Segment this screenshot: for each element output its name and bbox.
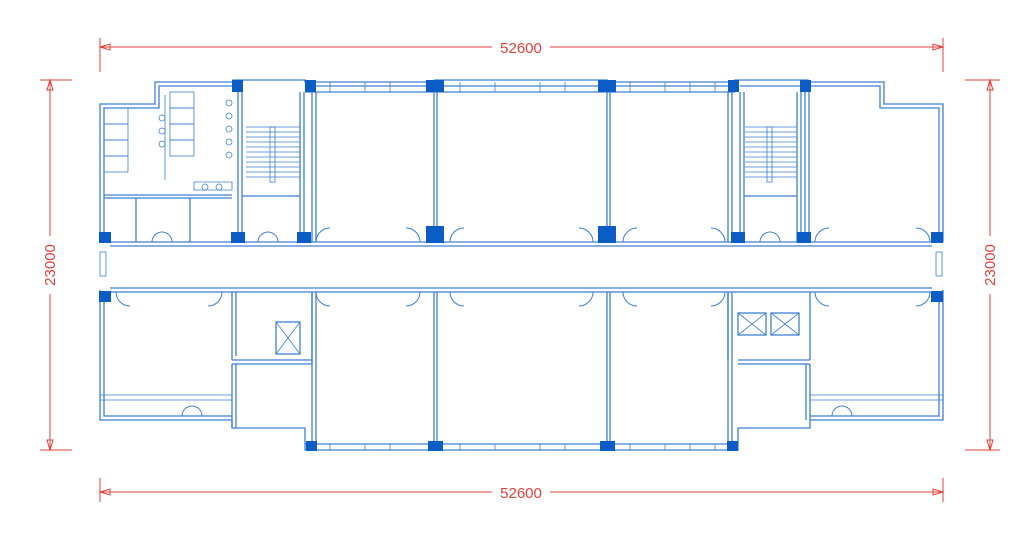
dimension-left-label: 23000	[42, 244, 59, 286]
elevator-left	[231, 292, 313, 364]
structural-columns	[99, 80, 943, 451]
dimension-bottom-label: 52600	[500, 485, 542, 502]
dimension-top: 52600	[98, 38, 945, 72]
doors	[115, 227, 931, 417]
corridor	[99, 241, 943, 293]
stairwell-left	[246, 126, 300, 183]
dimension-bottom: 52600	[98, 478, 945, 502]
dimension-right-label: 23000	[982, 244, 999, 286]
interior-walls	[104, 92, 811, 444]
exterior-walls	[99, 79, 944, 451]
dimension-right: 23000	[965, 78, 1000, 452]
elevator-right	[727, 292, 811, 360]
stairwell-right	[745, 126, 797, 183]
restroom-stalls	[103, 91, 233, 191]
dimension-left: 23000	[40, 78, 72, 452]
windows	[329, 82, 716, 450]
dimension-top-label: 52600	[500, 40, 542, 57]
